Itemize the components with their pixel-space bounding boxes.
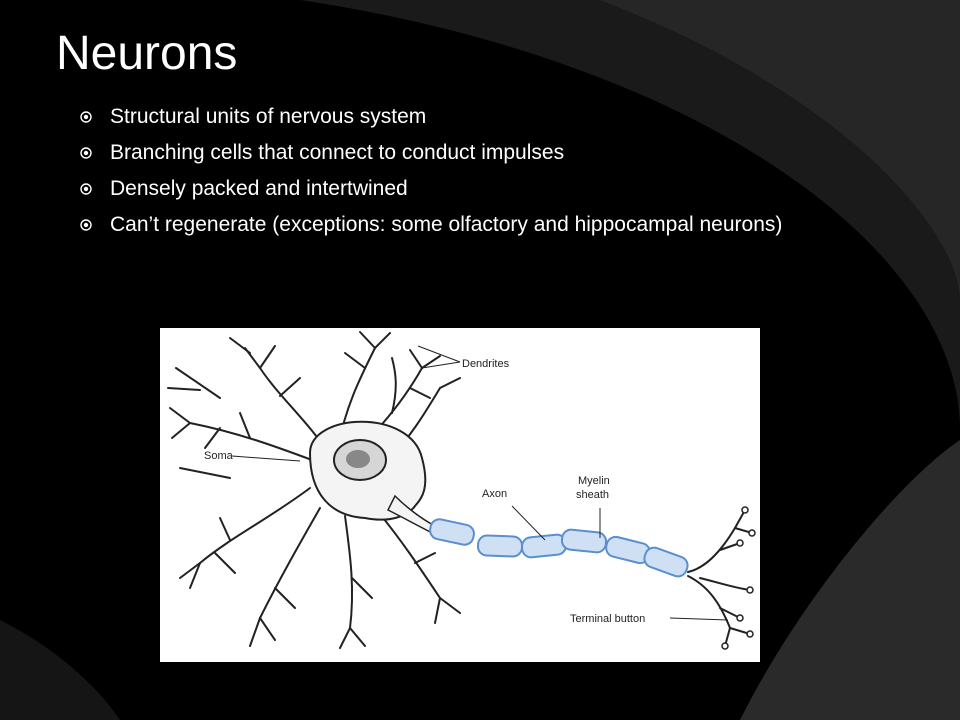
terminal-buttons [721, 506, 756, 650]
bullet-text: Branching cells that connect to conduct … [110, 141, 565, 164]
bullet-list: Structural units of nervous system Branc… [80, 104, 870, 248]
bullet-text: Can’t regenerate (exceptions: some olfac… [110, 213, 783, 236]
bullet-text: Densely packed and intertwined [110, 177, 408, 200]
bullet-item: Branching cells that connect to conduct … [80, 140, 870, 165]
slide-title: Neurons [56, 27, 238, 80]
myelin-sheath-segments [429, 518, 689, 578]
label-dendrites: Dendrites [462, 358, 510, 370]
neuron-illustration: Dendrites Soma Axon Myelin sheath Termin… [167, 331, 756, 650]
circled-dot-bullet-icon [80, 219, 92, 231]
label-myelin-line1: Myelin [578, 475, 610, 487]
bullet-item: Densely packed and intertwined [80, 176, 870, 201]
bullet-text: Structural units of nervous system [110, 105, 427, 128]
label-myelin-line2: sheath [576, 489, 609, 501]
label-leader-lines [231, 345, 729, 621]
label-soma: Soma [204, 450, 234, 462]
circled-dot-bullet-icon [80, 147, 92, 159]
label-terminal-button: Terminal button [570, 613, 645, 625]
axon-terminals [687, 509, 753, 647]
bullet-item: Structural units of nervous system [80, 104, 870, 129]
bullet-item: Can’t regenerate (exceptions: some olfac… [80, 212, 870, 237]
circled-dot-bullet-icon [80, 111, 92, 123]
label-axon: Axon [482, 488, 507, 500]
neuron-diagram: Dendrites Soma Axon Myelin sheath Termin… [160, 328, 760, 662]
circled-dot-bullet-icon [80, 183, 92, 195]
